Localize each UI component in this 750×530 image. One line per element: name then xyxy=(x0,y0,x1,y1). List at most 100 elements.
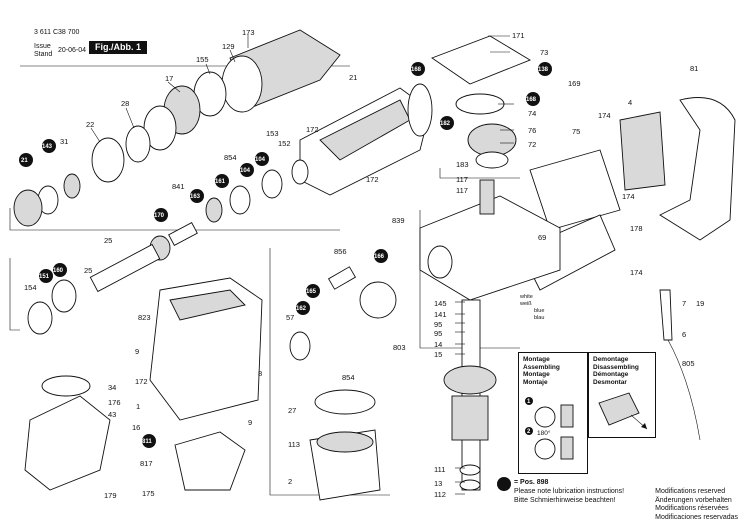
part-label: 141 xyxy=(434,310,447,319)
part-label: 15 xyxy=(434,350,442,359)
disassembly-line: Desmontar xyxy=(593,378,627,386)
badge-label: 104 xyxy=(240,168,251,174)
part-label: 172 xyxy=(366,175,379,184)
badge-label: 811 xyxy=(142,439,152,445)
part-label: 839 xyxy=(392,216,405,225)
leader-lines xyxy=(90,34,514,495)
part-label: 805 xyxy=(682,359,695,368)
badge xyxy=(538,62,552,76)
part-label: 841 xyxy=(172,182,185,191)
part-label: 16 xyxy=(132,423,140,432)
disassembly-instructions-box: Demontage Disassembling Démontage Desmon… xyxy=(588,352,656,438)
cover-and-gears xyxy=(431,35,532,169)
badge-label: 162 xyxy=(296,306,307,312)
part-label: 95 xyxy=(434,329,442,338)
part-label: 153 xyxy=(266,129,279,138)
part-label: 129 xyxy=(222,42,235,51)
part-label: 112 xyxy=(434,490,446,499)
disassembly-line: Demontage xyxy=(593,356,629,363)
assembly-line: Montage xyxy=(523,371,550,378)
badge xyxy=(39,269,53,283)
part-label: 7 xyxy=(682,299,686,308)
part-label: 174 xyxy=(598,111,611,120)
svg-text:2: 2 xyxy=(527,429,531,435)
part-label: 854 xyxy=(224,153,237,162)
badge xyxy=(142,434,156,448)
issue-label: Issue xyxy=(34,43,51,50)
part-number-labels: 173 129 155 17 28 22 31 21 171 73 169 74… xyxy=(24,28,704,500)
part-label: 1 xyxy=(136,402,140,411)
part-label: 174 xyxy=(622,192,635,201)
gear-housing xyxy=(299,83,433,196)
cable xyxy=(659,289,701,441)
lubrication-pos: = Pos. 898 xyxy=(514,479,549,486)
badge-label: 182 xyxy=(440,121,451,127)
assembly-line: Montaje xyxy=(523,378,548,386)
disassembly-title: Demontage Disassembling Démontage Desmon… xyxy=(593,356,639,386)
part-label: 43 xyxy=(108,410,116,419)
part-label: 25 xyxy=(84,266,92,275)
part-label: 179 xyxy=(104,491,117,500)
part-label: 817 xyxy=(140,459,153,468)
part-label: 823 xyxy=(138,313,151,322)
badge-label: 166 xyxy=(374,254,385,260)
badge-label: 163 xyxy=(190,194,201,200)
part-label: 6 xyxy=(682,330,686,339)
lubrication-symbol xyxy=(497,477,511,491)
badge-label: 138 xyxy=(538,67,549,73)
armature xyxy=(443,299,497,491)
badge xyxy=(190,189,204,203)
modification-line: Modifications réservées xyxy=(655,505,729,512)
badge xyxy=(255,152,269,166)
part-label: 145 xyxy=(434,299,447,308)
part-label: 73 xyxy=(540,48,548,57)
part-label: 76 xyxy=(528,126,536,135)
assembly-line: Montage xyxy=(523,356,550,363)
badge xyxy=(240,163,254,177)
part-label: 81 xyxy=(690,64,698,73)
part-label: 9 xyxy=(135,347,139,356)
badge xyxy=(19,153,33,167)
badge-label: 161 xyxy=(215,179,226,185)
part-label: 175 xyxy=(142,489,155,498)
badge xyxy=(306,284,320,298)
lubrication-note-de: Bitte Schmierhinweise beachten! xyxy=(514,497,616,504)
part-label: 169 xyxy=(568,79,581,88)
part-label: 155 xyxy=(196,55,209,64)
issue-date: 20-06-04 xyxy=(58,47,87,54)
shaft-row xyxy=(27,159,309,335)
part-label: 173 xyxy=(242,28,255,37)
part-label: 95 xyxy=(434,320,442,329)
badge-label: 168 xyxy=(411,67,422,73)
badge-label: 104 xyxy=(255,157,266,163)
part-label: 22 xyxy=(86,120,94,129)
badge-label: 168 xyxy=(526,97,537,103)
modification-line: Änderungen vorbehalten xyxy=(655,496,732,504)
modification-line: Modificaciones reservadas xyxy=(655,513,738,521)
disassembly-line: Disassembling xyxy=(593,363,639,371)
modifications-notice: Modifications reserved Änderungen vorbeh… xyxy=(655,488,738,522)
badge-label: 160 xyxy=(53,268,64,274)
assembly-instructions-box: Montage Assembling Montage Montaje 1 2 1… xyxy=(518,352,588,474)
badge-label: 143 xyxy=(42,144,53,150)
part-label: 28 xyxy=(121,99,129,108)
part-label: 57 xyxy=(286,313,294,322)
marked-part-badges: 168 138 168 182 143 21 170 161 163 151 1… xyxy=(19,62,552,448)
part-label: 14 xyxy=(434,340,442,349)
part-label: 74 xyxy=(528,109,536,118)
part-label: 803 xyxy=(393,343,406,352)
badge xyxy=(411,62,425,76)
chuck-assembly xyxy=(13,29,341,227)
part-label: 9 xyxy=(248,418,252,427)
part-label: 111 xyxy=(434,465,445,474)
lubrication-note-en: Please note lubrication instructions! xyxy=(514,488,625,495)
lower-housing xyxy=(24,277,263,491)
part-label: 2 xyxy=(288,477,292,486)
part-label: 113 xyxy=(288,440,300,449)
part-label: 172 xyxy=(306,125,319,134)
part-label: 27 xyxy=(288,406,296,415)
part-label: 171 xyxy=(512,31,525,40)
part-label: 17 xyxy=(165,74,173,83)
